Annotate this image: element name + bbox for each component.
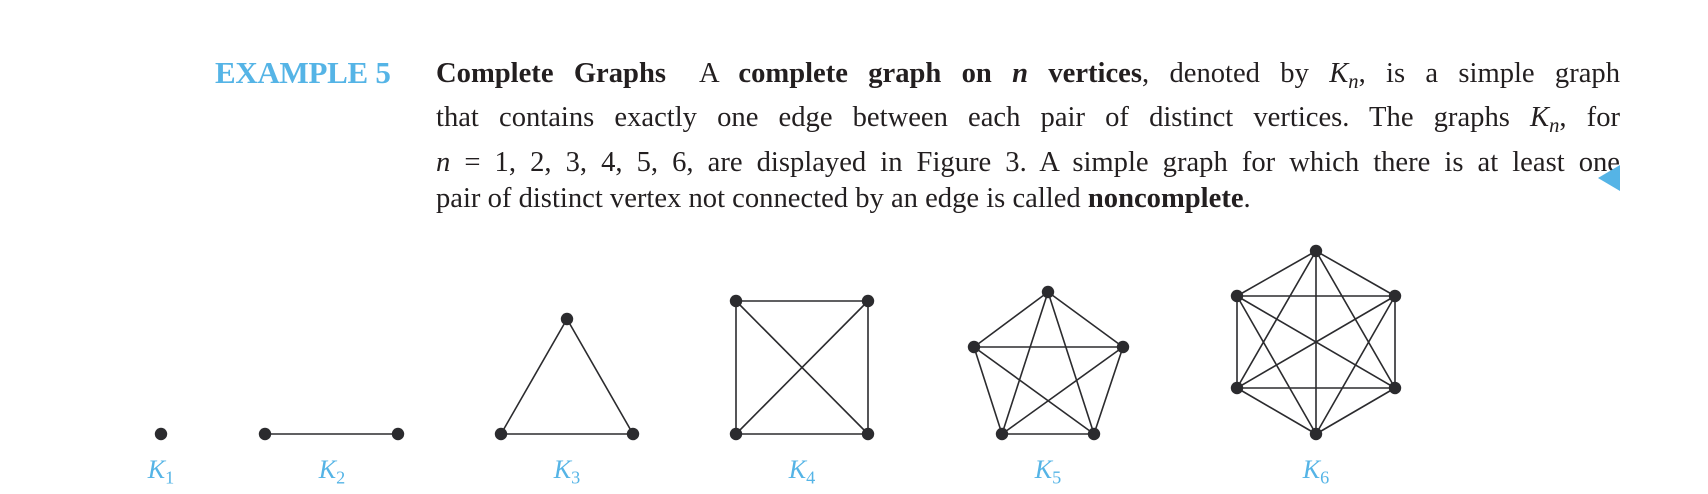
text-run: Complete Graphs xyxy=(436,58,666,89)
graph-k2 xyxy=(258,427,405,441)
vertex-dot-icon xyxy=(1230,381,1244,395)
edge xyxy=(1236,250,1317,297)
graph-label-subscript: 1 xyxy=(165,467,175,488)
paragraph-line: n = 1, 2, 3, 4, 5, 6, are displayed in F… xyxy=(436,145,1620,181)
graph-label-main: K xyxy=(788,455,807,484)
edge xyxy=(1315,250,1396,297)
graph-label-k3: K3 xyxy=(554,455,580,488)
graph-label-main: K xyxy=(1302,455,1321,484)
edge xyxy=(500,318,568,435)
edge xyxy=(1093,346,1124,435)
vertex-dot-icon xyxy=(626,427,640,441)
edge xyxy=(1315,387,1396,435)
graph-label-k2: K2 xyxy=(319,455,345,488)
text-run: K xyxy=(1530,102,1550,134)
edge xyxy=(1047,291,1124,348)
vertex-dot-icon xyxy=(729,427,743,441)
graph-label-subscript: 3 xyxy=(571,467,581,488)
vertex-dot-icon xyxy=(154,427,168,441)
graph-k6 xyxy=(1230,244,1402,441)
text-run: n xyxy=(436,146,451,178)
text-run: pair of distinct vertex not connected by… xyxy=(436,182,1088,214)
vertex-dot-icon xyxy=(494,427,508,441)
edge xyxy=(973,346,1003,435)
text-run: that contains exactly one edge between e… xyxy=(436,102,1531,134)
vertex-dot-icon xyxy=(967,340,981,354)
vertex-dot-icon xyxy=(1309,427,1323,441)
vertex-dot-icon xyxy=(1388,381,1402,395)
vertex-dot-icon xyxy=(1309,244,1323,258)
vertex-dot-icon xyxy=(729,294,743,308)
text-run: K xyxy=(1329,58,1349,89)
edge xyxy=(973,291,1049,348)
vertex-dot-icon xyxy=(861,427,875,441)
subscript: n xyxy=(1549,115,1560,138)
graph-label-k4: K4 xyxy=(789,455,815,488)
edge xyxy=(735,300,869,435)
graph-k5 xyxy=(967,285,1130,441)
paragraph-line: Complete Graphs A complete graph on n ve… xyxy=(436,56,1620,100)
edge xyxy=(1236,295,1317,435)
text-run: complete graph on xyxy=(738,58,1013,89)
text-run: , denoted by xyxy=(1142,58,1330,89)
graph-k4 xyxy=(729,294,875,441)
end-of-example-triangle-icon xyxy=(1598,165,1620,191)
example-paragraph: Complete Graphs A complete graph on n ve… xyxy=(436,56,1620,216)
paragraph-line: pair of distinct vertex not connected by… xyxy=(436,181,1620,217)
graph-label-main: K xyxy=(147,455,166,484)
graph-label-k5: K5 xyxy=(1035,455,1061,488)
edge xyxy=(1236,387,1317,435)
edge xyxy=(1047,291,1095,435)
edge xyxy=(1001,291,1049,435)
graph-label-k6: K6 xyxy=(1303,455,1329,488)
text-run: . xyxy=(1243,182,1251,214)
graph-label-subscript: 5 xyxy=(1052,467,1062,488)
vertex-dot-icon xyxy=(1230,289,1244,303)
vertex-dot-icon xyxy=(1388,289,1402,303)
vertex-dot-icon xyxy=(861,294,875,308)
graph-label-subscript: 4 xyxy=(806,467,816,488)
vertex-dot-icon xyxy=(995,427,1009,441)
edge xyxy=(973,346,1095,435)
vertex-dot-icon xyxy=(258,427,272,441)
graph-label-subscript: 6 xyxy=(1320,467,1330,488)
edge xyxy=(566,318,634,435)
graph-label-main: K xyxy=(553,455,572,484)
example-label: EXAMPLE 5 xyxy=(215,55,391,90)
graph-label-k1: K1 xyxy=(148,455,174,488)
vertex-dot-icon xyxy=(1116,340,1130,354)
vertex-dot-icon xyxy=(391,427,405,441)
graph-label-subscript: 2 xyxy=(336,467,346,488)
text-run: vertices xyxy=(1028,58,1143,89)
graph-label-main: K xyxy=(1034,455,1053,484)
graph-label-main: K xyxy=(318,455,337,484)
edge xyxy=(1001,346,1124,435)
text-run: = 1, 2, 3, 4, 5, 6, are displayed in Fig… xyxy=(450,146,1620,178)
graph-k3 xyxy=(494,312,640,441)
vertex-dot-icon xyxy=(1041,285,1055,299)
text-run: , for xyxy=(1559,102,1621,134)
paragraph-line: that contains exactly one edge between e… xyxy=(436,100,1620,144)
subscript: n xyxy=(1348,70,1359,93)
text-run: A xyxy=(665,58,739,89)
vertex-dot-icon xyxy=(1087,427,1101,441)
edge xyxy=(1236,295,1396,389)
text-run: , is a simple graph xyxy=(1358,58,1621,89)
vertex-dot-icon xyxy=(560,312,574,326)
text-run: noncomplete xyxy=(1087,182,1244,214)
text-run: n xyxy=(1012,58,1029,89)
graph-k1 xyxy=(154,427,168,441)
